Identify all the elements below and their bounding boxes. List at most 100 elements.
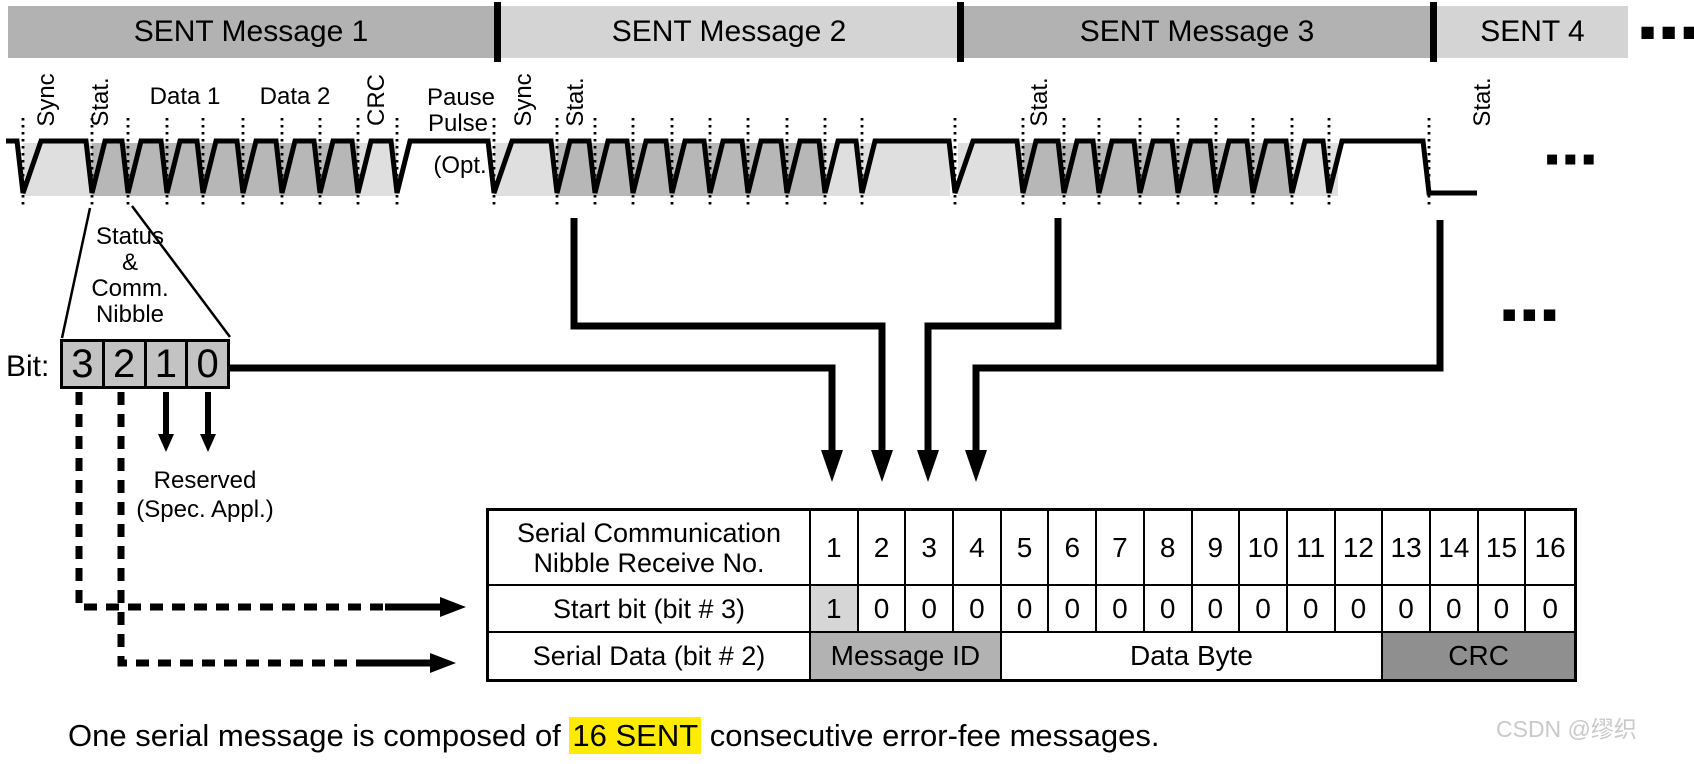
- bit-label: Bit:: [6, 350, 50, 383]
- reserved-caption: Reserved (Spec. Appl.): [110, 466, 300, 524]
- start-bit-row-label: Start bit (bit # 3): [489, 586, 811, 633]
- start-bit-value-cell: 0: [1097, 586, 1145, 633]
- arrowhead-bit1-icon: [158, 434, 174, 452]
- header-label: SENT Message 3: [1079, 15, 1315, 48]
- serial-data-span-crc: CRC: [1383, 633, 1574, 679]
- start-bit-value-cell: 0: [1430, 586, 1479, 633]
- column-number-cell: 7: [1097, 511, 1145, 586]
- arrowhead-col4-icon: [965, 450, 987, 482]
- label-sync-msg2: Sync: [510, 73, 537, 127]
- column-number-cell: 1: [811, 511, 859, 586]
- connector-bit2-dashed: [117, 392, 360, 667]
- start-bit-value-cell: 0: [1526, 586, 1574, 633]
- label-data2: Data 2: [259, 83, 331, 110]
- column-number-cell: 6: [1049, 511, 1098, 586]
- column-number-cell: 8: [1144, 511, 1193, 586]
- status-comm-nibble-caption: Status & Comm. Nibble: [70, 224, 190, 328]
- header-ellipsis-icon: ■■■: [1640, 22, 1694, 41]
- nibble-boundary-dotted-lines: [21, 118, 1431, 208]
- caption-line: Comm.: [91, 275, 169, 302]
- reserved-line2: (Spec. Appl.): [136, 496, 274, 523]
- table-arrowheads: [821, 450, 987, 482]
- start-bit-value-cell: 0: [1287, 586, 1336, 633]
- label-sync-msg1: Sync: [33, 73, 60, 127]
- column-number-cell: 4: [954, 511, 1002, 586]
- header-label: SENT Message 2: [611, 15, 847, 48]
- header-separator: [1430, 2, 1437, 62]
- header-separator: [957, 2, 964, 62]
- start-bit-value-cell: 0: [1049, 586, 1098, 633]
- footer-suffix: consecutive error-fee messages.: [701, 718, 1160, 753]
- header-separator: [494, 2, 501, 62]
- start-bit-value-cell: 0: [1383, 586, 1431, 633]
- start-bit-value-cell: 0: [1478, 586, 1527, 633]
- column-number-cell: 16: [1526, 511, 1574, 586]
- start-bit-value-cell: 0: [858, 586, 907, 633]
- bit-to-row-dashed-connectors: [75, 392, 385, 667]
- footer-prefix: One serial message is composed of: [68, 718, 570, 753]
- header-bar-sent-4: SENT 4: [1437, 6, 1628, 58]
- arrowhead-col2-icon: [871, 450, 893, 482]
- caption-line: Nibble: [95, 301, 165, 328]
- arrowhead-col1-icon: [821, 450, 843, 482]
- connector-message3-line: [924, 218, 1062, 452]
- start-bit-value-cell: 0: [906, 586, 955, 633]
- label-stat-msg1: Stat.: [87, 77, 114, 127]
- header-bar-sent-message-1: SENT Message 1: [8, 6, 494, 58]
- label-stat-msg2: Stat.: [562, 77, 589, 127]
- footer-highlight: 16 SENT: [569, 717, 702, 754]
- column-number-cell: 12: [1335, 511, 1384, 586]
- label-pause-opt: (Opt.: [433, 152, 487, 179]
- connector-message2-line: [570, 218, 886, 452]
- caption-line: Status: [95, 223, 165, 250]
- arrowhead-col3-icon: [917, 450, 939, 482]
- label-stat-msg4: Stat.: [1469, 77, 1496, 127]
- dashed-connector-shafts: [360, 603, 440, 667]
- column-number-cell: 2: [858, 511, 907, 586]
- start-bit-value-cell: 0: [954, 586, 1002, 633]
- arrowhead-serialdata-row-icon: [430, 653, 456, 673]
- label-pause-line2: Pulse: [427, 110, 489, 137]
- column-number-cell: 11: [1287, 511, 1336, 586]
- start-bit-value-cell: 0: [1240, 586, 1288, 633]
- reserved-bit-arrows: [163, 392, 211, 434]
- status-nibble-funnel-lines: [60, 205, 232, 339]
- start-bit-value-cell: 0: [1001, 586, 1050, 633]
- table-header-line: Serial Communication: [516, 517, 782, 548]
- start-bit-value-cell: 0: [1144, 586, 1193, 633]
- start-bit-value-cell: 1: [811, 586, 859, 633]
- column-number-cell: 10: [1240, 511, 1288, 586]
- reserved-line1: Reserved: [153, 467, 257, 494]
- serial-data-row-label: Serial Data (bit # 2): [489, 633, 811, 679]
- column-number-cell: 14: [1430, 511, 1479, 586]
- bit-cell-2: 2: [101, 342, 144, 386]
- caption-line: &: [121, 249, 138, 276]
- reserved-arrowheads: [158, 434, 216, 452]
- start-bit-value-cell: 0: [1335, 586, 1384, 633]
- label-crc-msg1: CRC: [363, 74, 390, 126]
- connector-message4-line: [972, 220, 1444, 452]
- connector-ellipsis-icon: ■■■: [1502, 305, 1563, 323]
- footer-sentence: One serial message is composed of 16 SEN…: [68, 717, 1160, 754]
- start-bit-value-cell: 0: [1192, 586, 1241, 633]
- column-number-cell: 13: [1383, 511, 1431, 586]
- header-label: SENT Message 1: [133, 15, 369, 48]
- waveform-ellipsis-icon: ■■■: [1546, 152, 1601, 167]
- label-stat-msg3: Stat.: [1026, 77, 1053, 127]
- table-header-line: Nibble Receive No.: [533, 547, 765, 578]
- connector-bit0-line: [230, 364, 836, 452]
- status-nibble-bit-boxes: 3 2 1 0: [60, 339, 230, 389]
- column-number-cell: 5: [1001, 511, 1050, 586]
- header-label: SENT 4: [1480, 15, 1585, 48]
- label-data1: Data 1: [149, 83, 221, 110]
- header-bar-sent-message-3: SENT Message 3: [964, 6, 1430, 58]
- column-number-cell: 9: [1192, 511, 1241, 586]
- arrowhead-startbit-row-icon: [440, 597, 466, 617]
- bit-cell-3: 3: [63, 342, 102, 386]
- bit-cell-1: 1: [143, 342, 186, 386]
- serial-data-span-message-id: Message ID: [811, 633, 1002, 679]
